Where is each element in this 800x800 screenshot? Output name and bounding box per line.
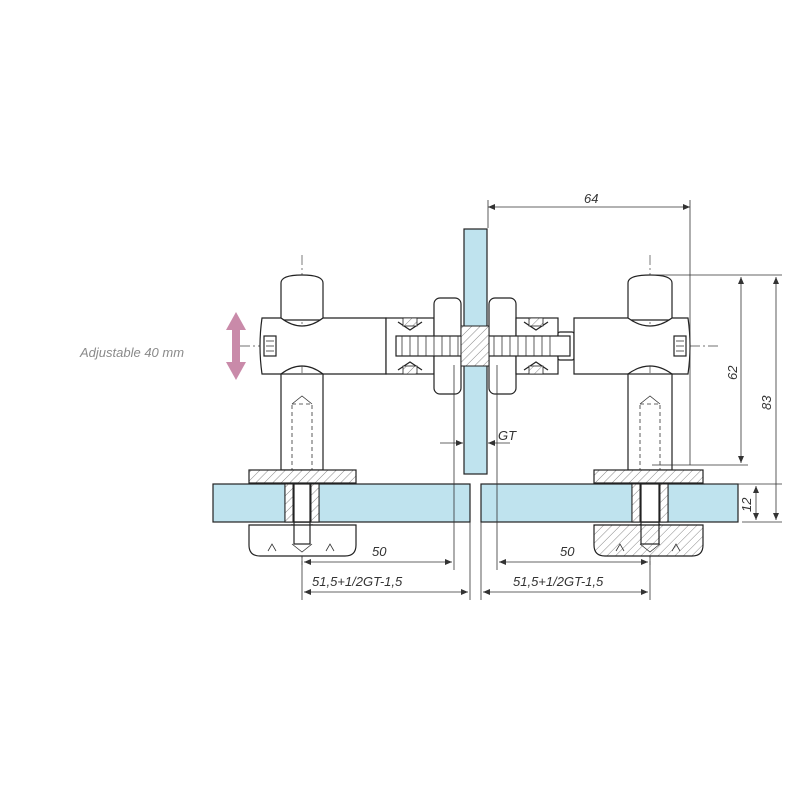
right-lower-clamp	[593, 524, 704, 557]
dim-right-total: 51,5+1/2GT-1,5	[513, 574, 604, 589]
dim-glass-thickness: 12	[739, 497, 754, 512]
dim-height-total: 83	[759, 395, 774, 410]
dim-height-short: 62	[725, 365, 740, 380]
right-horizontal-glass	[480, 483, 739, 523]
adjustable-note: Adjustable 40 mm	[79, 312, 246, 380]
dim-left-offset: 50	[372, 544, 387, 559]
dim-gap: GT	[498, 428, 517, 443]
glass-panes	[212, 228, 739, 523]
left-lower-clamp	[248, 524, 357, 557]
right-fitting	[573, 274, 704, 557]
left-fitting	[248, 274, 387, 557]
dim-top-width: 64	[584, 191, 598, 206]
double-arrow-vertical-icon	[226, 312, 246, 380]
left-upper-clamp	[248, 469, 357, 484]
dim-right-offset: 50	[560, 544, 575, 559]
dim-left-total: 51,5+1/2GT-1,5	[312, 574, 403, 589]
central-connector	[385, 297, 575, 395]
dimensions: 64 62 83 12 GT 50 51,5+1/2GT-1,5 5	[301, 191, 782, 600]
adjustable-label: Adjustable 40 mm	[79, 345, 184, 360]
right-upper-clamp	[593, 469, 704, 484]
left-horizontal-glass	[212, 483, 471, 523]
